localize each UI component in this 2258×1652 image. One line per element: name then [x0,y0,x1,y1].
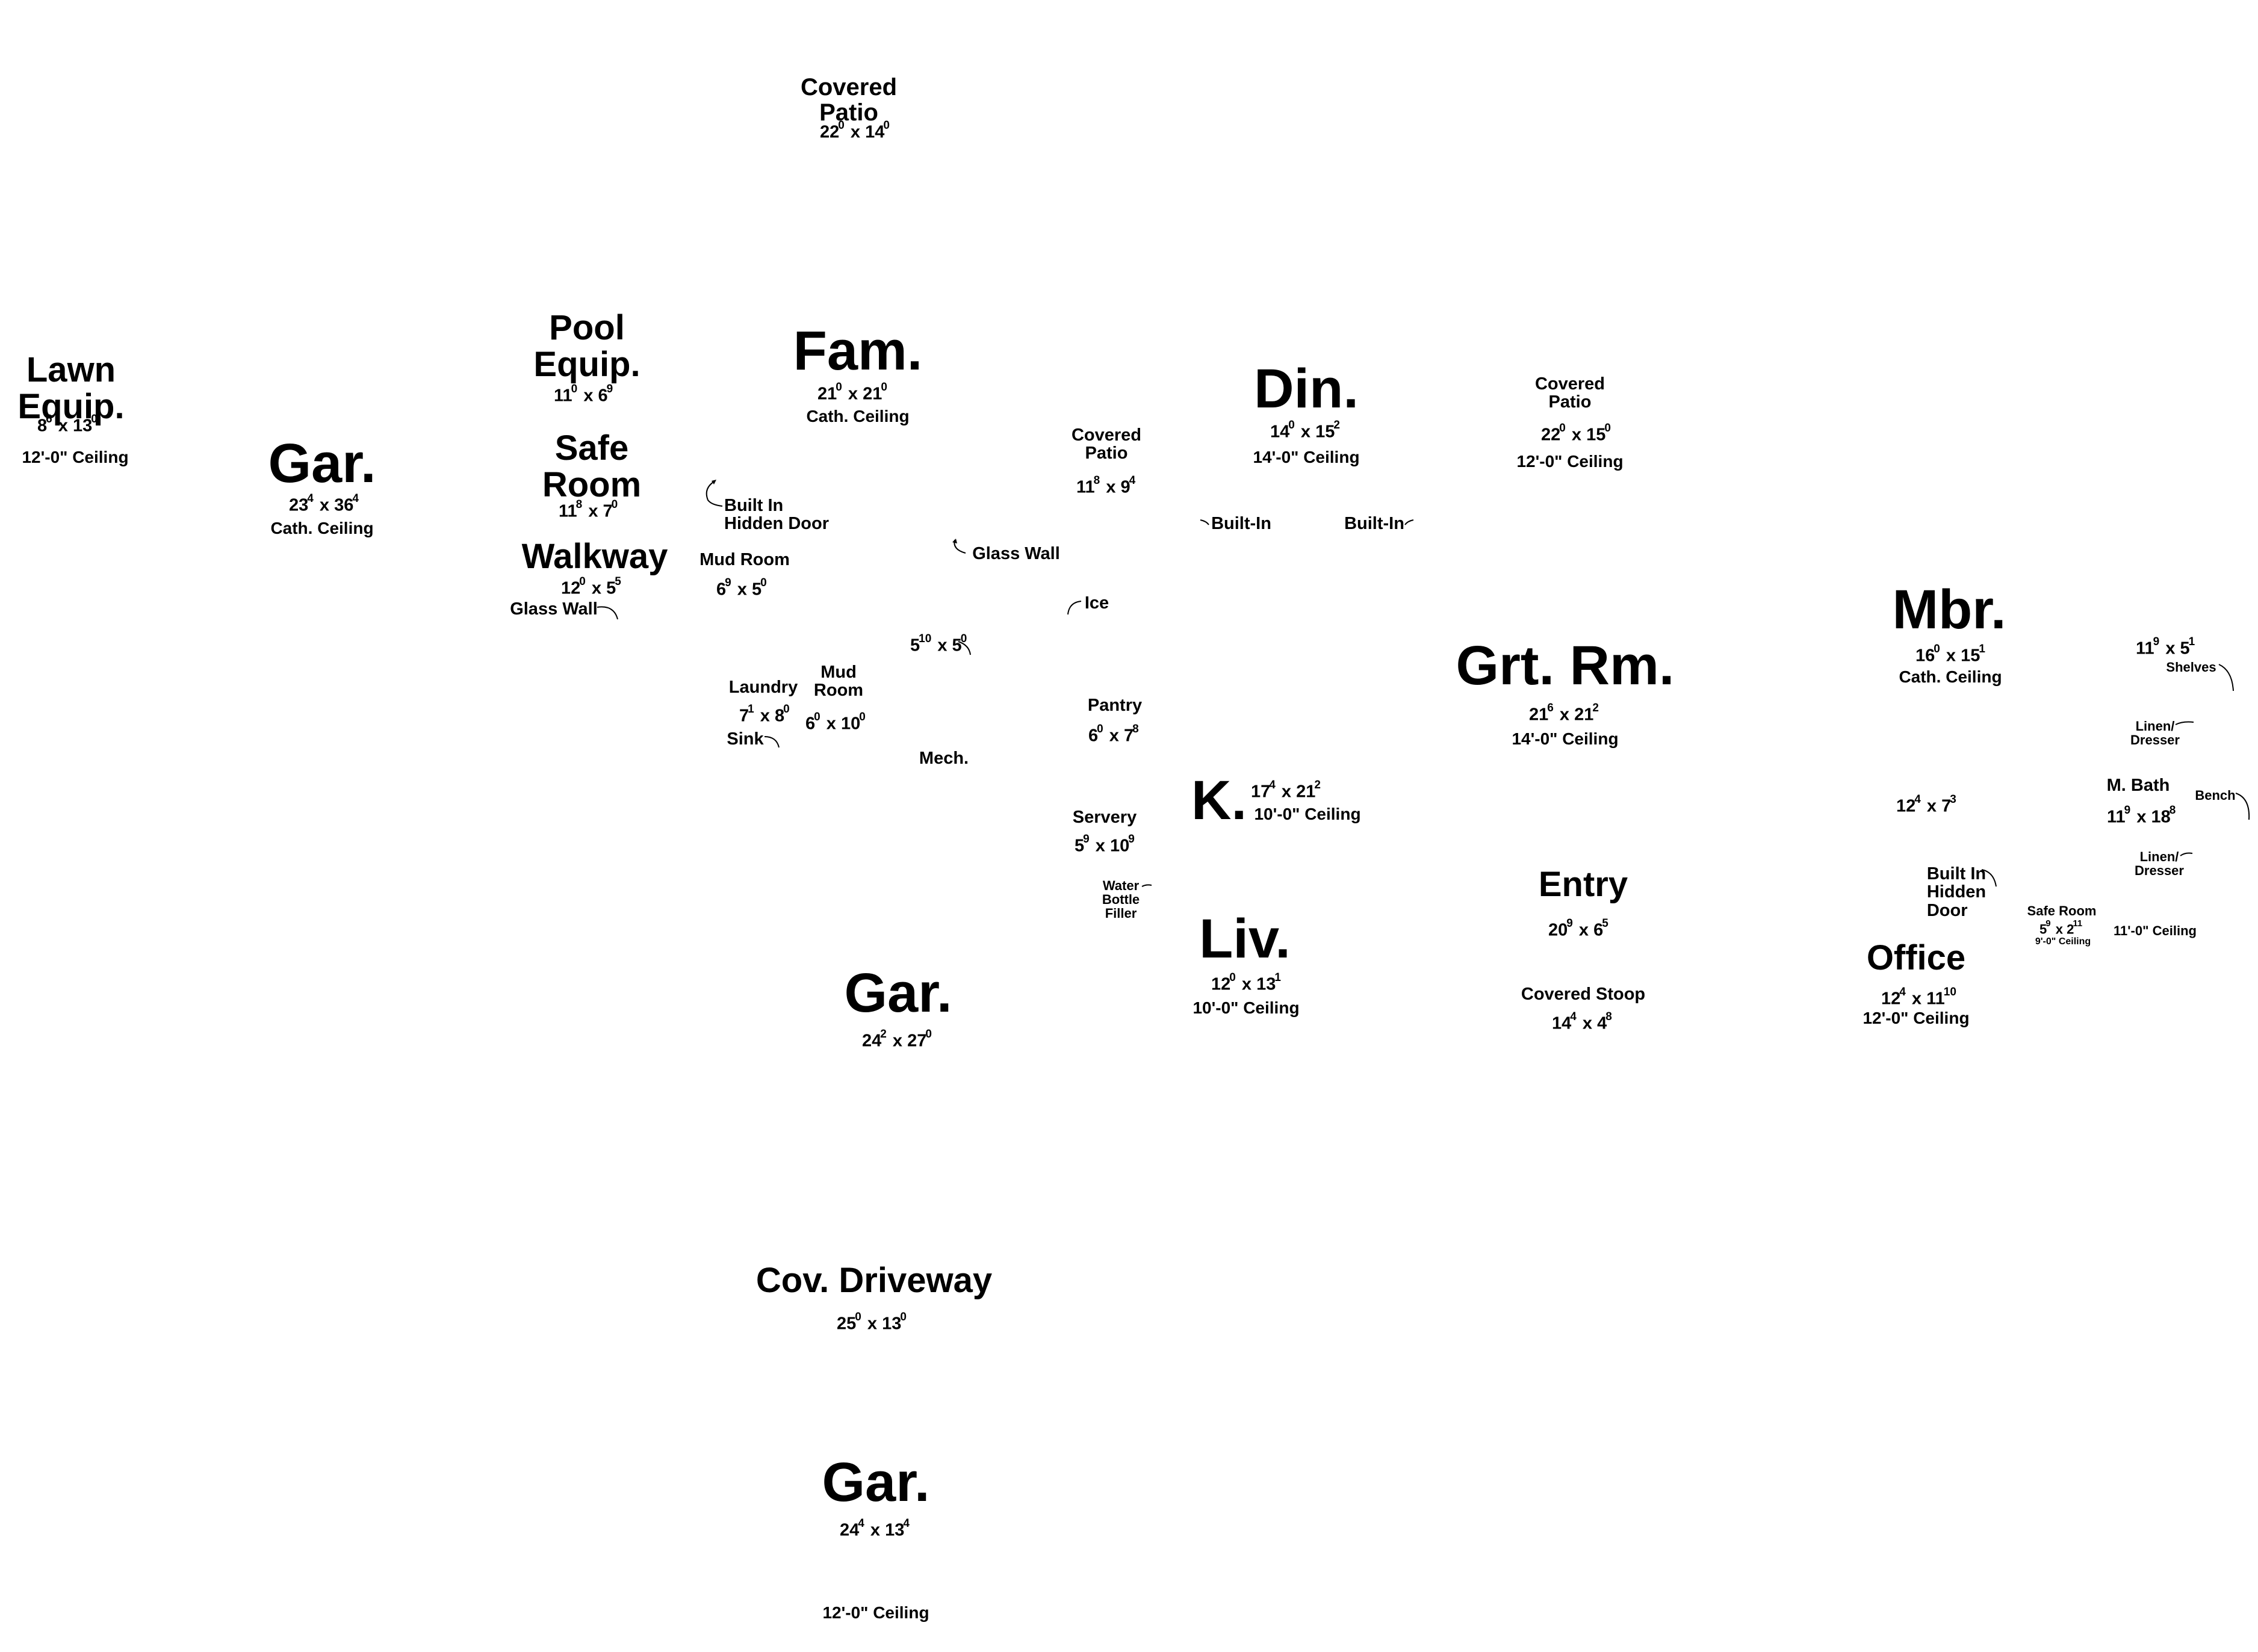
room-ceiling-lawn-equip: 12'-0" Ceiling [22,448,129,466]
room-name-gar-mid: Gar. [844,962,952,1024]
room-name-entry: Entry [1538,865,1628,904]
room-dims-office: 124 x 1110 [1881,986,1956,1009]
room-dims-servery: 59 x 109 [1075,833,1135,856]
room-dims-covered-patio-right: 220 x 150 [1541,422,1611,445]
room-dims-grt-rm: 216 x 212 [1529,702,1599,725]
room-name-safe-room-2: Safe Room [2027,903,2097,918]
leader-built-in-left [1199,519,1211,528]
room-dims-safe-room-2: 59 x 211 [2039,918,2083,937]
leader-built-in-hidden-door-left [703,478,727,509]
room-ceiling-covered-patio-right: 12'-0" Ceiling [1516,452,1624,471]
room-ceiling-safe-room-2: 9'-0" Ceiling [2035,936,2091,947]
leader-bench [2235,792,2253,822]
room-name-pool-equip: Pool Equip. [533,308,640,384]
room-ceiling-kitchen: 10'-0" Ceiling [1254,805,1361,823]
room-dims-mbr: 160 x 151 [1915,643,1985,666]
room-ceiling-grt-rm: 14'-0" Ceiling [1512,729,1619,748]
leader-ice [1065,599,1084,617]
note-built-in-hidden-door-right: Built In Hidden Door [1926,864,1987,920]
room-dims-safe-room: 118 x 70 [559,498,618,521]
room-ceiling-liv: 10'-0" Ceiling [1193,998,1300,1017]
leader-built-in-hidden-door-right [1980,868,1999,889]
room-dims-closet-mbr: 119 x 51 [2136,636,2195,658]
room-dims-m-bath: 119 x 188 [2107,804,2176,827]
room-dims-closet: 510 x 50 [910,633,967,655]
room-name-servery: Servery [1072,808,1137,827]
room-name-liv: Liv. [1199,908,1291,970]
room-name-m-bath: M. Bath [2106,776,2170,795]
leader-closet [957,639,973,657]
room-name-grt-rm: Grt. Rm. [1456,635,1675,696]
leader-water-bottle-filler [1141,883,1153,889]
room-name-gar-bottom: Gar. [822,1452,930,1513]
room-dims-kitchen: 174 x 212 [1251,779,1321,802]
room-name-mud-room-1: Mud Room [699,550,790,569]
room-name-safe-room: Safe Room [542,428,642,504]
room-dims-liv: 120 x 131 [1211,971,1281,994]
leader-shelves [2218,663,2236,693]
note-bench: Bench [2195,788,2236,803]
room-dims-gar-mid: 242 x 270 [862,1028,932,1051]
room-name-kitchen: K. [1191,770,1247,831]
room-name-office: Office [1866,938,1966,977]
leader-glass-wall-mid [950,539,968,557]
leader-built-in-right [1404,519,1416,528]
room-dims-lawn-equip: 86 x 130 [37,413,98,436]
room-ceiling-office: 12'-0" Ceiling [1863,1009,1970,1027]
room-name-lawn-equip: Lawn Equip. [17,350,125,426]
room-dims-laundry: 71 x 80 [739,703,790,726]
room-dims-cov-driveway: 250 x 130 [837,1311,907,1334]
room-ceiling-m-bath: 11'-0" Ceiling [2114,923,2197,938]
room-name-din: Din. [1254,358,1359,419]
note-built-in-left: Built-In [1211,514,1271,533]
room-dims-pantry: 60 x 78 [1088,723,1139,746]
room-dims-mud-room-2: 60 x 100 [805,711,866,734]
room-dims-hall-mbr: 124 x 73 [1896,793,1956,816]
room-ceiling-gar-left: Cath. Ceiling [270,519,374,537]
room-name-laundry: Laundry [728,678,798,697]
leader-sink [763,734,781,750]
leader-linen-dresser-1 [2174,720,2195,727]
note-linen-dresser-1: Linen/ Dresser [2130,719,2180,748]
note-water-bottle-filler: Water Bottle Filler [1102,878,1140,921]
room-name-covered-stoop: Covered Stoop [1521,985,1646,1004]
room-dims-entry: 209 x 65 [1548,917,1608,940]
room-name-mud-room-2: Mud Room [813,663,864,701]
room-dims-pool-equip: 110 x 69 [554,383,613,406]
room-name-walkway: Walkway [521,537,668,576]
room-dims-walkway: 120 x 55 [561,575,621,598]
room-name-mech: Mech. [919,749,969,768]
room-name-cov-driveway: Cov. Driveway [755,1261,993,1300]
note-linen-dresser-2: Linen/ Dresser [2135,849,2184,879]
note-shelves: Shelves [2166,660,2216,675]
room-dims-din: 140 x 152 [1270,419,1340,442]
room-name-covered-patio-top: Covered Patio [800,74,898,126]
room-dims-gar-bottom: 244 x 134 [840,1517,910,1540]
note-sink: Sink [727,729,764,749]
room-name-covered-patio-mid: Covered Patio [1071,425,1142,463]
note-built-in-hidden-door-left: Built In Hidden Door [724,496,829,534]
room-ceiling-fam: Cath. Ceiling [806,407,910,425]
leader-glass-wall-left [596,604,624,622]
note-built-in-right: Built-In [1344,514,1404,533]
note-glass-wall-left: Glass Wall [510,599,598,619]
room-name-fam: Fam. [793,320,923,382]
room-name-covered-patio-right: Covered Patio [1534,374,1605,412]
leader-linen-dresser-2 [2179,851,2194,858]
room-ceiling-mbr: Cath. Ceiling [1899,667,2002,686]
note-ice: Ice [1084,593,1109,613]
room-name-gar-left: Gar. [268,433,376,494]
room-ceiling-din: 14'-0" Ceiling [1253,448,1360,466]
room-dims-gar-left: 234 x 364 [289,492,359,515]
room-dims-covered-patio-top: 220 x 140 [820,119,890,142]
room-dims-mud-room-1: 69 x 50 [716,577,767,599]
room-dims-fam: 210 x 210 [817,381,887,404]
room-name-mbr: Mbr. [1892,579,2006,640]
room-ceiling-gar-bottom: 12'-0" Ceiling [822,1603,929,1622]
note-glass-wall-mid: Glass Wall [972,544,1060,563]
room-dims-covered-stoop: 144 x 48 [1552,1010,1612,1033]
room-name-pantry: Pantry [1087,696,1143,715]
room-dims-covered-patio-mid: 118 x 94 [1076,474,1136,497]
